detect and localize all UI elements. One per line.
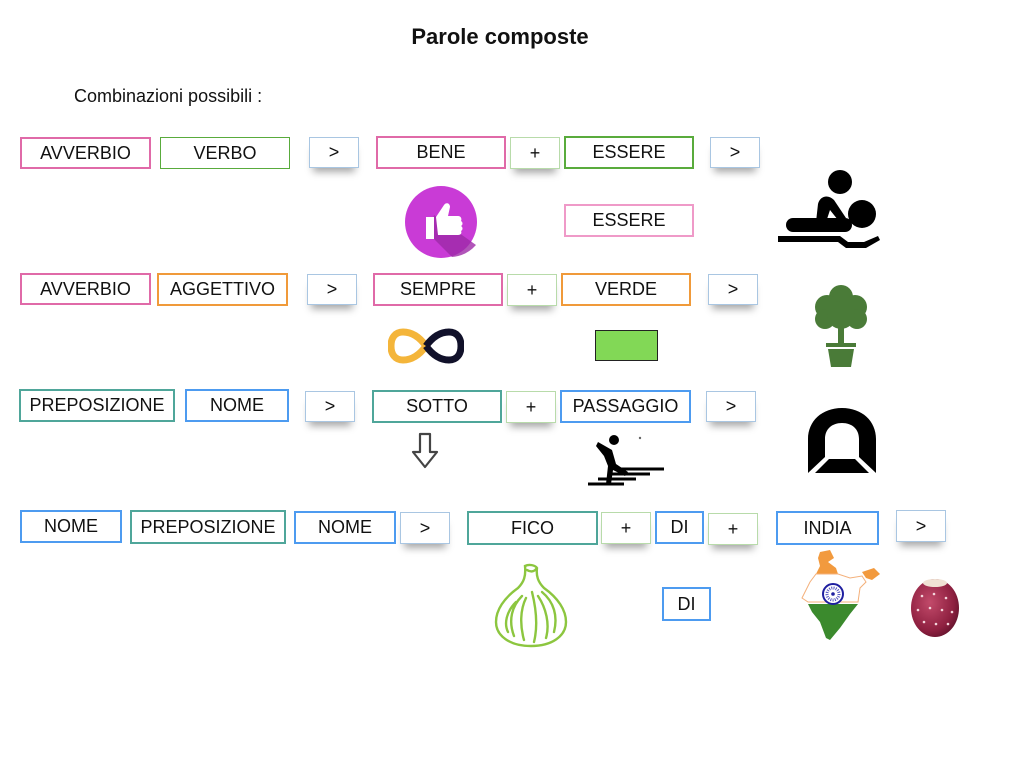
subtitle: Combinazioni possibili : — [74, 86, 263, 106]
plus-box: + — [601, 512, 651, 544]
plus-box: + — [510, 137, 560, 169]
pattern-noun: NOME — [294, 511, 396, 544]
plus-box: + — [708, 513, 758, 545]
result-arrow-box: > — [710, 137, 760, 168]
part-sempre: SEMPRE — [373, 273, 503, 306]
pattern-noun: NOME — [185, 389, 289, 422]
massage-icon — [778, 170, 880, 248]
pattern-verb: VERBO — [160, 137, 290, 169]
down-arrow-icon — [411, 432, 439, 469]
plus-box: + — [506, 391, 556, 423]
crosswalk-person-icon — [588, 435, 664, 486]
part-di: DI — [655, 511, 704, 544]
part-bene: BENE — [376, 136, 506, 169]
extra-label-di: DI — [662, 587, 711, 621]
pattern-preposition: PREPOSIZIONE — [130, 510, 286, 544]
part-india: INDIA — [776, 511, 879, 545]
arrow-box: > — [309, 137, 359, 168]
plus-box: + — [507, 274, 557, 306]
pattern-noun: NOME — [20, 510, 122, 543]
infinity-icon — [388, 328, 464, 364]
tunnel-icon — [808, 408, 876, 473]
pattern-adverb: AVVERBIO — [20, 273, 151, 305]
potted-tree-icon — [815, 285, 867, 367]
part-sotto: SOTTO — [372, 390, 502, 423]
result-arrow-box: > — [706, 391, 756, 422]
pattern-adjective: AGGETTIVO — [157, 273, 288, 306]
thumbs-up-icon — [405, 186, 477, 258]
fig-icon — [494, 563, 568, 648]
part-fico: FICO — [467, 511, 598, 545]
result-arrow-box: > — [708, 274, 758, 305]
prickly-pear-icon — [911, 579, 959, 637]
pattern-adverb: AVVERBIO — [20, 137, 151, 169]
arrow-box: > — [305, 391, 355, 422]
arrow-box: > — [307, 274, 357, 305]
extra-label-essere: ESSERE — [564, 204, 694, 237]
result-arrow-box: > — [896, 510, 946, 542]
part-essere: ESSERE — [564, 136, 694, 169]
part-verde: VERDE — [561, 273, 691, 306]
part-passaggio: PASSAGGIO — [560, 390, 691, 423]
arrow-box: > — [400, 512, 450, 544]
green-swatch — [595, 330, 658, 361]
pattern-preposition: PREPOSIZIONE — [19, 389, 175, 422]
page-title: Parole composte — [411, 24, 589, 49]
india-map-icon — [801, 550, 880, 640]
